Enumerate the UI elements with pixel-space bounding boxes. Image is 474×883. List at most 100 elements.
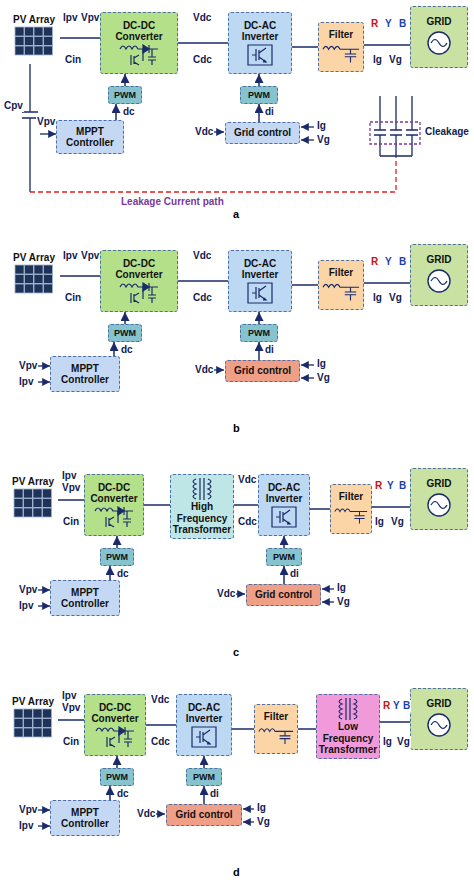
- pv-cell: [15, 274, 24, 283]
- node-text: PV Array: [9, 14, 59, 26]
- symbol-stroke: [252, 48, 266, 62]
- pv-cell: [15, 265, 24, 274]
- block-grid: GRID: [410, 688, 468, 750]
- panel-letter: d: [232, 866, 241, 878]
- pv-symbol: [12, 488, 54, 518]
- control-box: PWM: [266, 548, 302, 566]
- signal-label: R: [370, 256, 379, 268]
- block-grid: GRID: [410, 468, 468, 530]
- signal-label: dc: [116, 788, 130, 800]
- block-dcdc: DC-DC Converter: [100, 250, 178, 312]
- control-box: PWM: [100, 548, 134, 566]
- signal-label: Ig: [316, 358, 327, 370]
- control-box: Grid control: [166, 804, 242, 826]
- symbol-stroke: [431, 277, 447, 284]
- control-arrow: [115, 104, 117, 120]
- power-line: [310, 508, 330, 510]
- signal-label: B: [398, 480, 407, 492]
- pv-cell: [25, 36, 34, 45]
- pv-cell: [43, 489, 52, 498]
- node-text: DC-AC Inverter: [260, 482, 308, 505]
- source-circle: [428, 270, 450, 292]
- node-text: Grid control: [227, 127, 298, 139]
- pv-cell: [25, 284, 34, 293]
- node-text: PWM: [110, 328, 140, 338]
- signal-label: Vg: [316, 134, 331, 146]
- filt-symbol: [322, 279, 360, 303]
- control-arrow: [124, 312, 126, 324]
- block-dcdc: DC-DC Converter: [84, 694, 146, 756]
- inv-symbol: [232, 43, 288, 67]
- signal-arrow: [38, 605, 50, 606]
- signal-label: B: [398, 256, 407, 268]
- signal-label: Ipv: [61, 470, 77, 482]
- node-text: GRID: [412, 698, 466, 710]
- control-arrow: [116, 756, 118, 768]
- symbol-stroke: [252, 286, 266, 300]
- block-pv: PV Array: [8, 244, 60, 302]
- signal-label: Cin: [64, 54, 82, 66]
- signal-label: Vg: [256, 816, 271, 828]
- block-grid: GRID: [410, 6, 468, 68]
- signal-arrow: [40, 133, 56, 134]
- symbol-stroke: [287, 522, 290, 524]
- signal-label: B: [398, 18, 407, 30]
- node-text: MPPT Controller: [52, 807, 118, 830]
- signal-arrow: [301, 377, 314, 378]
- signal-arrow: [38, 589, 50, 590]
- symbol-stroke: [143, 45, 149, 53]
- node-text: Filter: [256, 711, 296, 723]
- control-box: PWM: [100, 768, 134, 786]
- node-text: Grid control: [248, 589, 319, 601]
- block-xf: High Frequency Transformer: [170, 474, 234, 539]
- symbol-stroke: [259, 728, 293, 743]
- block-filt: Filter: [318, 22, 364, 72]
- signal-label: Cdc: [237, 516, 258, 528]
- signal-label: Vdc: [150, 694, 170, 706]
- power-line: [60, 37, 100, 39]
- capacitor-bracket: [370, 122, 420, 144]
- signal-label: Vdc: [136, 808, 156, 820]
- node-text: PWM: [242, 328, 276, 338]
- control-arrow: [258, 312, 260, 324]
- node-text: DC-AC Inverter: [230, 258, 290, 281]
- signal-label: Vdc: [194, 126, 214, 138]
- signal-label: dc: [120, 344, 134, 356]
- xf-symbol: [174, 477, 230, 501]
- symbol-stroke: [196, 730, 210, 744]
- signal-arrow: [213, 369, 224, 370]
- block-inv: DC-AC Inverter: [228, 250, 292, 312]
- dcdc-symbol: [88, 505, 140, 529]
- source-circle: [428, 494, 450, 516]
- grid-symbol: [414, 710, 464, 740]
- pv-cell: [14, 508, 23, 517]
- signal-arrow: [38, 365, 50, 366]
- signal-label: Ig: [382, 736, 393, 748]
- control-arrow: [203, 756, 205, 768]
- pv-cell: [33, 728, 42, 737]
- signal-label: Vg: [396, 736, 411, 748]
- node-text: PWM: [102, 772, 132, 782]
- pv-cell: [14, 728, 23, 737]
- signal-label: Vg: [336, 596, 351, 608]
- block-dcdc: DC-DC Converter: [84, 474, 144, 536]
- signal-label: di: [289, 568, 300, 580]
- node-text: PWM: [268, 552, 300, 562]
- block-dcdc: DC-DC Converter: [100, 12, 178, 74]
- signal-label: Vdc: [192, 12, 212, 24]
- pv-cell: [43, 508, 52, 517]
- block-pv: PV Array: [8, 688, 58, 746]
- signal-label: dc: [116, 568, 130, 580]
- power-line: [144, 504, 170, 506]
- pv-cell: [14, 498, 23, 507]
- signal-label: Vpv: [80, 250, 100, 262]
- pv-symbol: [12, 26, 56, 56]
- pv-cell: [15, 284, 24, 293]
- symbol-stroke: [323, 46, 359, 62]
- signal-label: Vdc: [194, 364, 214, 376]
- symbol-stroke: [148, 283, 149, 291]
- signal-arrow: [38, 825, 50, 826]
- pv-cell: [34, 274, 43, 283]
- xf-symbol: [320, 697, 376, 721]
